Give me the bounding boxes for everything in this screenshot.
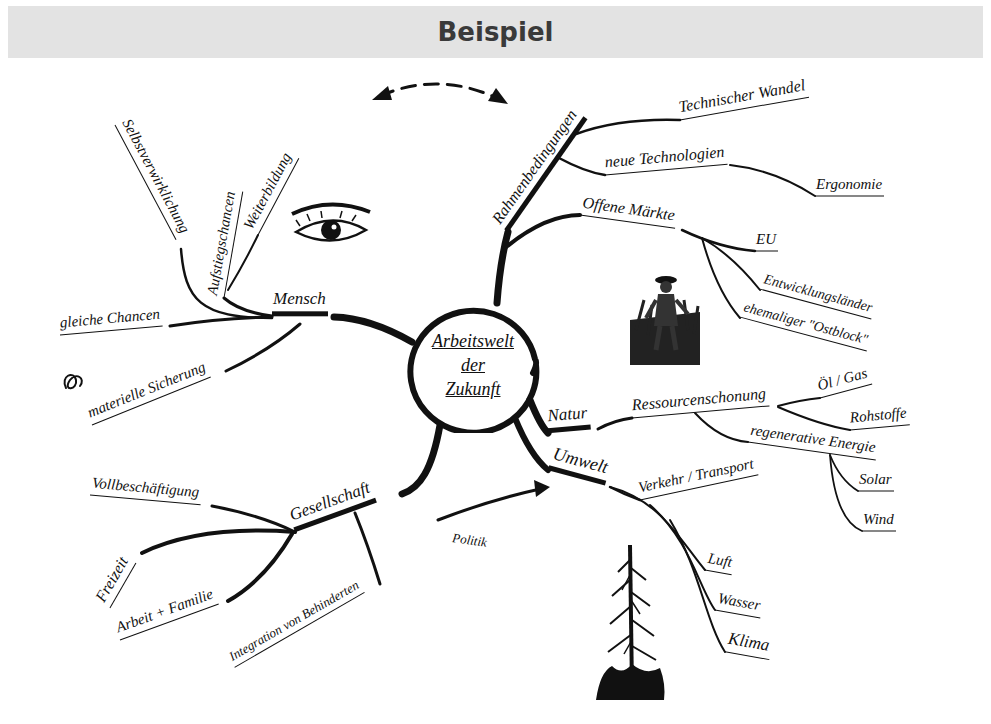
branch-label: Wasser [715,590,764,618]
branch-label: Ressourcenschonung [630,385,769,418]
branch-label: EU [755,231,778,252]
branch-label: Weiterbildung [240,148,299,235]
branch-label: Umwelt [548,444,612,485]
branch-label: Mensch [272,290,328,316]
branch-label: Vollbeschäftigung [90,475,202,505]
branch-label: Ergonomie [815,176,884,197]
branch-label: Technischer Wandel [676,76,809,120]
branch-label: Klima [725,630,773,660]
branch-label: gleiche Chancen [58,306,163,335]
tree-illustration [596,545,665,700]
title-text: Beispiel [0,6,991,58]
branch-label: neue Technologien [603,143,727,175]
branch-label: Arbeit + Familie [113,585,218,640]
branch-label: materielle Sicherung [84,358,211,425]
branch-label: Aufstiegschancen [204,188,243,298]
eye-illustration [292,204,370,240]
branch-label: Selbstverwirklichung [115,115,194,239]
branch-label: Verkehr / Transport [636,455,758,500]
branch-label: Freizeit [91,552,136,608]
branch-label: Natur [546,404,591,433]
branch-label: Gesellschaft [286,478,377,532]
branch-label: Wind [862,511,896,532]
branch-label: Öl / Gas [815,364,872,398]
branch-label: Rahmenbedingungen [488,105,587,232]
farmer-illustration [628,268,700,365]
branch-label: Solar [858,471,894,492]
node-text: Arbeitswelt der Zukunft [432,329,514,402]
branch-label: Offene Märkte [580,194,678,229]
branch-label: Rohstoffe [848,404,909,430]
branch-label: regenerative Energie [748,422,879,460]
center-circle: Arbeitswelt der Zukunft [405,297,541,433]
branch-label: Politik [450,531,490,553]
branch-label: Luft [705,550,735,575]
